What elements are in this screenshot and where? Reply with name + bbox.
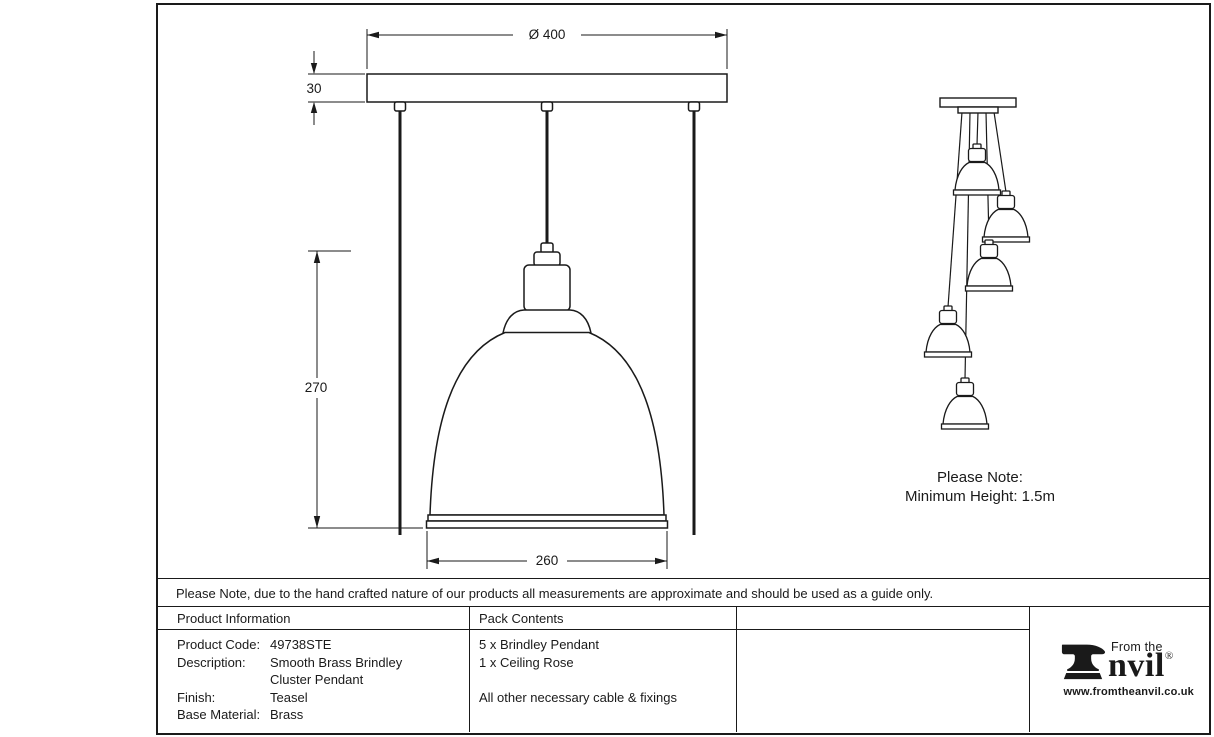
dim-shade-width-label: 260 (536, 553, 559, 568)
pendant-shade-drawing (425, 242, 669, 529)
pack-item: All other necessary cable & fixings (479, 689, 677, 705)
table-row: Description: Smooth Brass Brindley 1 x C… (158, 654, 1030, 672)
info-value: Cluster Pendant (270, 672, 364, 688)
header-bottom-divider (158, 629, 1030, 630)
measurements-note-text: Please Note, due to the hand crafted nat… (176, 585, 934, 601)
info-value: Teasel (270, 689, 308, 705)
table-row: Finish: Teasel All other necessary cable… (158, 689, 1030, 707)
info-label: Product Code: (177, 637, 261, 652)
brand-name: nvil (1108, 647, 1165, 684)
registered-mark: ® (1164, 650, 1174, 662)
note-row-divider (158, 578, 1209, 579)
ceiling-plate-drawing (366, 73, 728, 112)
dim-pendant-height-label: 270 (305, 380, 328, 395)
brand-tagline: From the (1111, 640, 1163, 654)
pack-item: 1 x Ceiling Rose (479, 654, 574, 670)
info-label: Finish: (177, 689, 216, 705)
drawing-sheet-border: Ø 400 30 270 260 Please Note: Minimum He… (156, 3, 1211, 735)
table-header-row: Product Information Pack Contents (158, 608, 1209, 629)
column-divider (736, 606, 737, 732)
dim-plate-thickness-label: 30 (306, 81, 321, 96)
spec-table-body: Product Code: 49738STE 5 x Brindley Pend… (158, 636, 1030, 724)
table-row: Cluster Pendant (158, 671, 1030, 689)
brand-website: www.fromtheanvil.co.uk (1063, 686, 1194, 698)
table-row: Product Code: 49738STE 5 x Brindley Pend… (158, 636, 1030, 654)
pack-contents-header: Pack Contents (479, 611, 564, 626)
info-label: Description: (177, 654, 246, 670)
dim-diameter-label: Ø 400 (529, 27, 566, 42)
info-value: 49738STE (270, 637, 332, 652)
product-information-header: Product Information (177, 611, 291, 626)
header-row-divider (158, 606, 1209, 607)
pack-item: 5 x Brindley Pendant (479, 637, 599, 652)
dimension-arrowheads (310, 31, 727, 565)
column-divider (1029, 606, 1030, 732)
brand-logo-cell: From the nvil® www.fromtheanvil.co.uk (1030, 606, 1208, 732)
table-row: Base Material: Brass (158, 706, 1030, 724)
cluster-pendants (923, 143, 1031, 430)
brand-logo: From the nvil® www.fromtheanvil.co.uk (1060, 639, 1194, 698)
column-divider (469, 606, 470, 732)
info-label: Base Material: (177, 707, 261, 723)
measurements-note-row: Please Note, due to the hand crafted nat… (158, 580, 1209, 606)
cluster-note-line1: Please Note: (937, 469, 1023, 486)
info-value: Smooth Brass Brindley (270, 654, 403, 670)
info-value: Brass (270, 707, 304, 723)
cluster-ceiling-plate (939, 97, 1017, 114)
cluster-note-line2: Minimum Height: 1.5m (905, 488, 1055, 505)
anvil-icon (1060, 639, 1106, 681)
dimension-label-backgrounds (300, 25, 581, 571)
pendant-cables (398, 109, 696, 535)
technical-drawing: Ø 400 30 270 260 Please Note: Minimum He… (300, 25, 1055, 571)
